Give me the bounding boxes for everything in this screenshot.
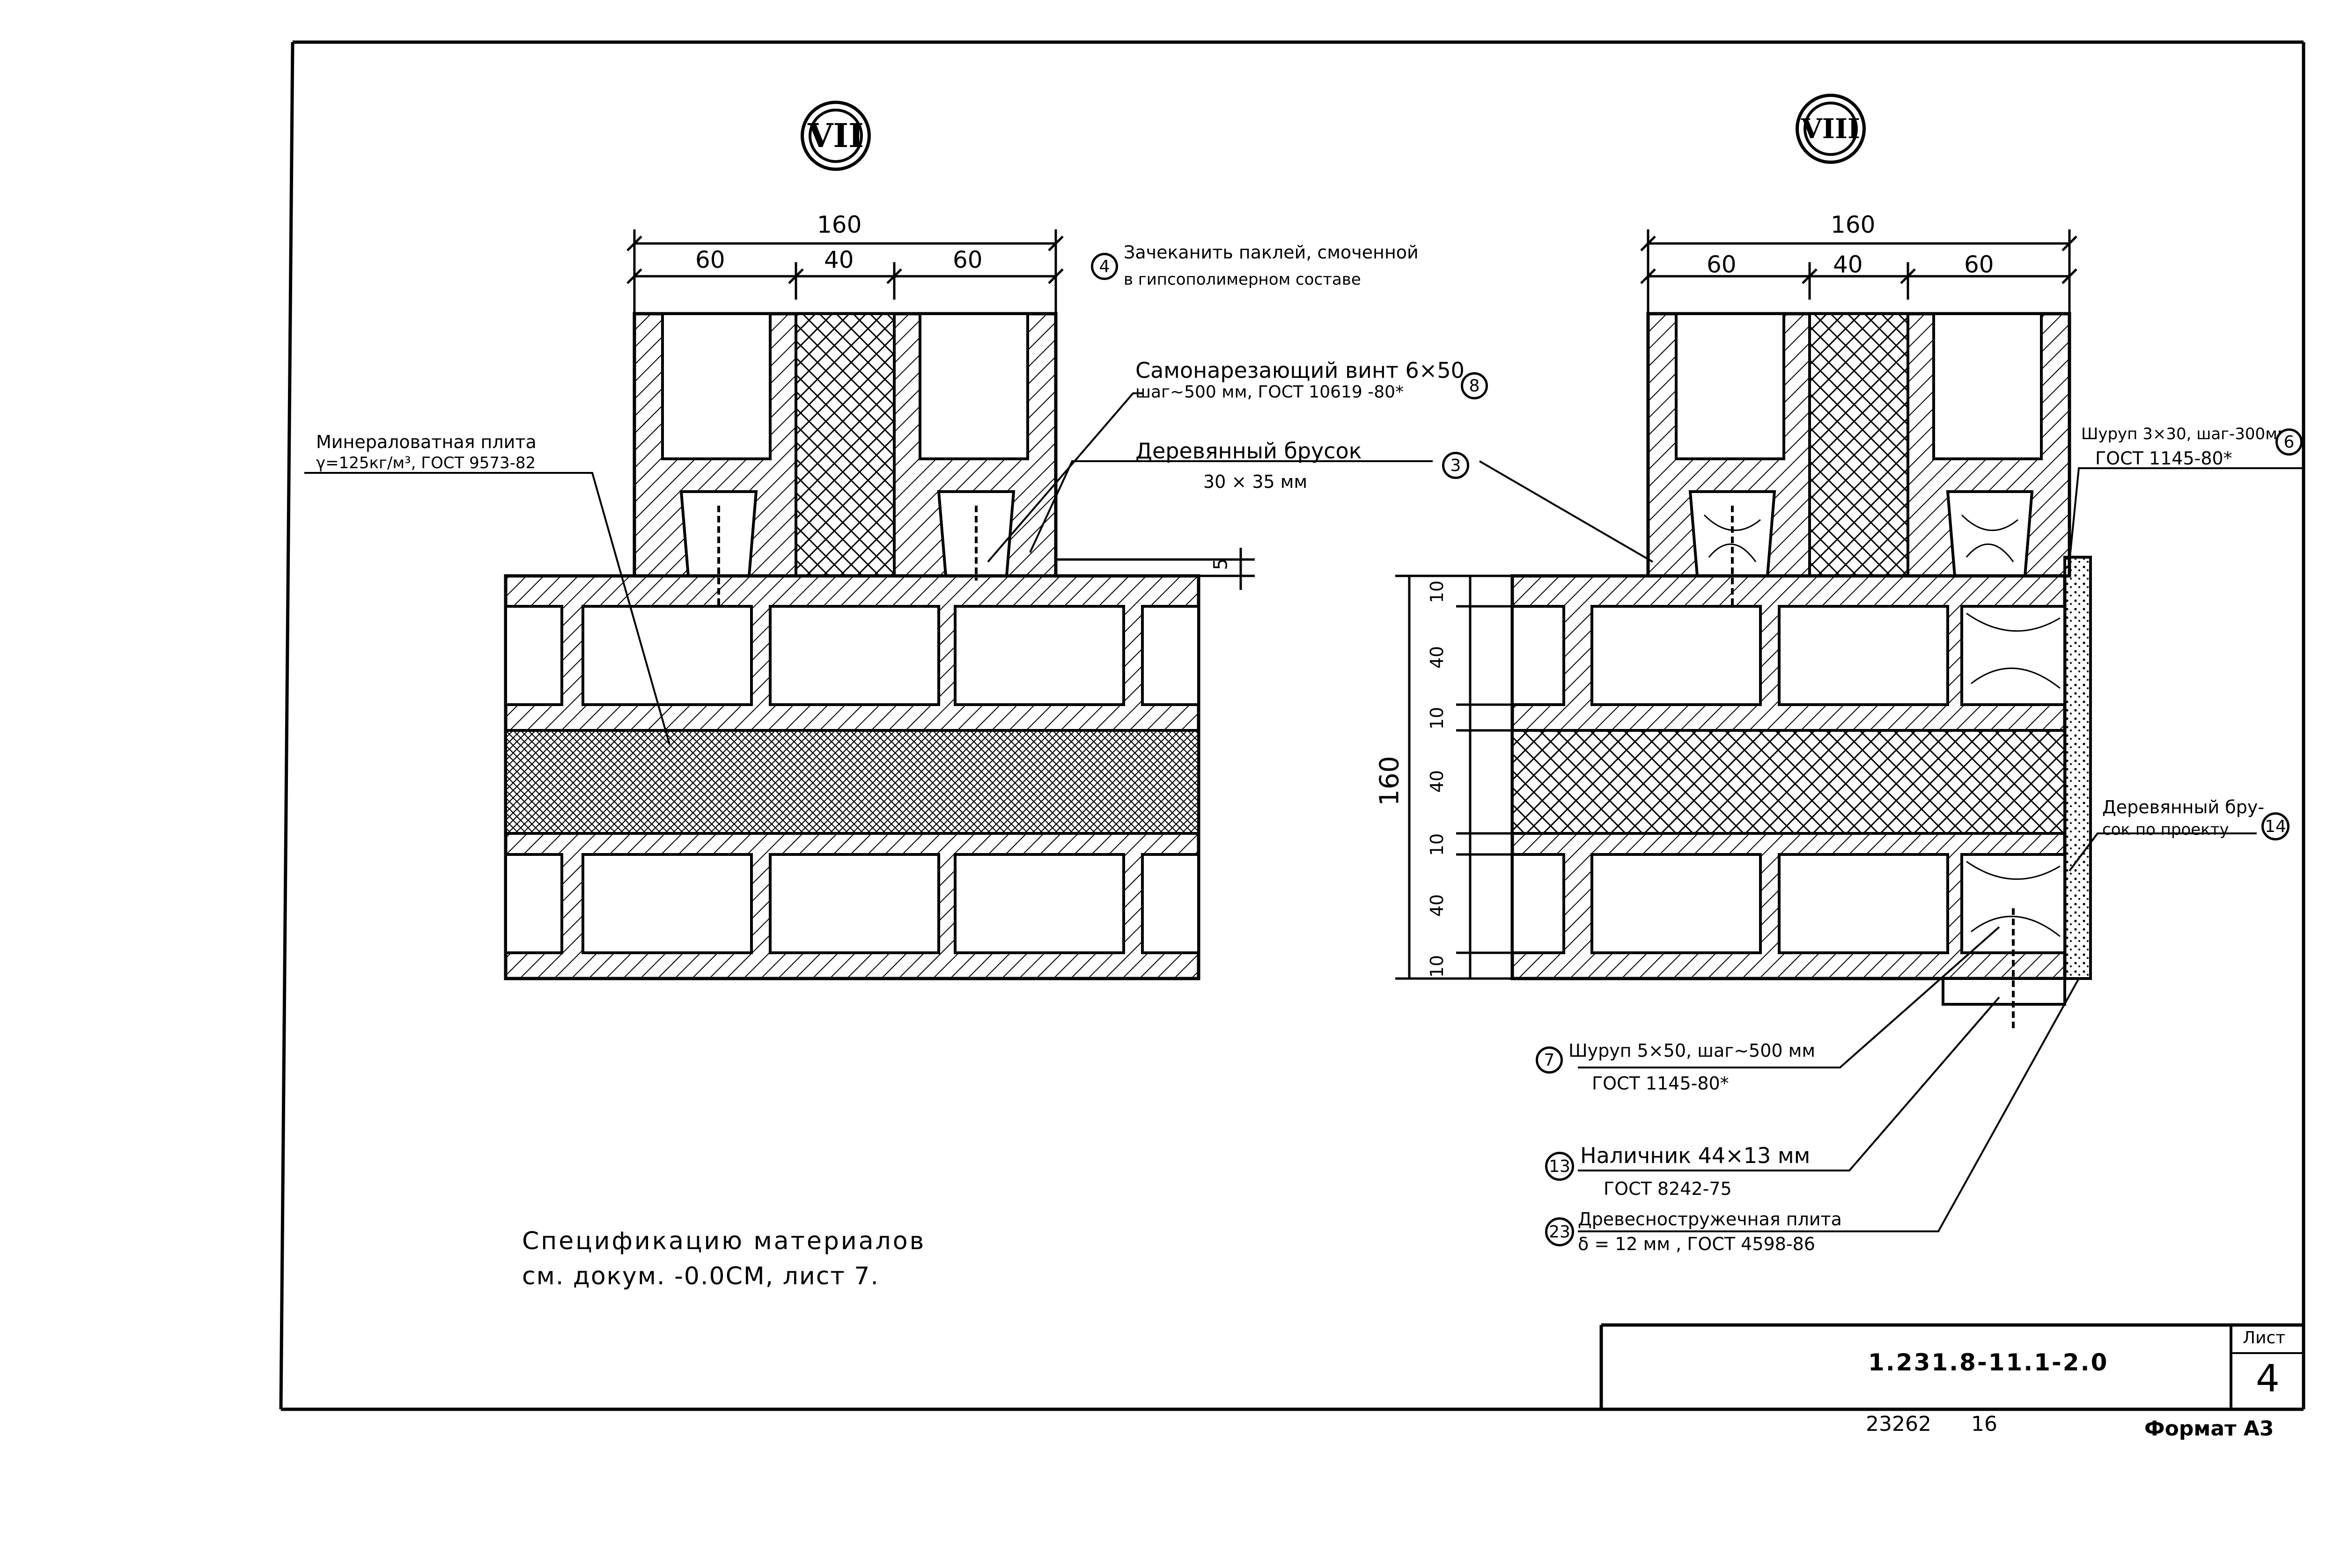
spec-note-line2: см. докум. -0.0СМ, лист 7.: [522, 1262, 879, 1290]
dim-right-total: 160: [1831, 211, 1876, 238]
mineral-wool-label: Минераловатная плита: [316, 432, 537, 452]
callout-6-subtext: ГОСТ 1145-80*: [2095, 448, 2232, 469]
dim-left-c: 60: [953, 246, 983, 273]
callout-3-subtext: 30 × 35 мм: [1203, 471, 1308, 492]
copy-number: 16: [1971, 1412, 1997, 1436]
detail-viii: [1395, 229, 2304, 1232]
dim-right-a: 60: [1707, 251, 1737, 278]
callout-6-text: Шуруп 3×30, шаг-300мм: [2081, 425, 2289, 443]
callout-7-text: Шуруп 5×50, шаг~500 мм: [1568, 1040, 1815, 1061]
section-marker-viii: VIII: [1796, 94, 1866, 164]
dim-v7: 10: [1427, 955, 1448, 978]
callout-4-text: Зачеканить паклей, смоченной: [1124, 242, 1419, 263]
callout-14-marker: 14: [2261, 812, 2289, 840]
document-code: 1.231.8-11.1-2.0: [1868, 1349, 2109, 1376]
dim-left-total: 160: [817, 211, 862, 238]
callout-13-marker: 13: [1545, 1152, 1574, 1181]
dim-right-c: 60: [1964, 251, 1994, 278]
section-number-viii: VIII: [1801, 101, 1860, 156]
inventory-number: 23262: [1866, 1412, 1931, 1436]
dim-right-b: 40: [1833, 251, 1863, 278]
mineral-wool-spec: γ=125кг/м³, ГОСТ 9573-82: [316, 454, 536, 472]
detail-vii: [304, 229, 1433, 980]
dim-v3: 10: [1427, 707, 1448, 730]
section-marker-vii: VII: [801, 101, 871, 171]
sheet-number: 4: [2256, 1357, 2280, 1400]
callout-8-marker: 8: [1461, 372, 1488, 399]
title-block: [1599, 1323, 2304, 1409]
callout-23-marker: 23: [1545, 1217, 1574, 1246]
callout-23-subtext: δ = 12 мм , ГОСТ 4598-86: [1578, 1234, 1815, 1254]
dim-left-a: 60: [695, 246, 725, 273]
callout-3-marker: 3: [1442, 452, 1469, 479]
callout-7-marker: 7: [1536, 1046, 1563, 1074]
callout-14-text: Деревянный бру-: [2102, 797, 2265, 817]
dim-v4: 40: [1427, 770, 1448, 793]
callout-8-subtext: шаг~500 мм, ГОСТ 10619 -80*: [1135, 383, 1404, 402]
callout-14-subtext: сок по проекту: [2102, 820, 2229, 839]
sheet-label: Лист: [2243, 1328, 2286, 1347]
callout-4-marker: 4: [1091, 253, 1118, 280]
callout-13-subtext: ГОСТ 8242-75: [1604, 1178, 1732, 1199]
dim-v1: 10: [1427, 580, 1448, 604]
dim-v2: 40: [1427, 646, 1448, 669]
dim-left-b: 40: [824, 246, 854, 273]
callout-23-text: Древесностружечная плита: [1578, 1209, 1842, 1229]
dim-vertical-total: 160: [1374, 756, 1405, 806]
dim-gap: 5: [1210, 558, 1232, 570]
dim-v6: 40: [1427, 894, 1448, 917]
spec-note-line1: Спецификацию материалов: [522, 1227, 926, 1255]
paper-format: Формат А3: [2144, 1417, 2274, 1441]
callout-8-text: Самонарезающий винт 6×50: [1135, 358, 1465, 383]
section-number-vii: VII: [808, 108, 864, 163]
callout-6-marker: 6: [2275, 428, 2303, 456]
dim-v5: 10: [1427, 833, 1448, 856]
callout-4-subtext: в гипсополимерном составе: [1124, 270, 1361, 289]
callout-13-text: Наличник 44×13 мм: [1580, 1143, 1811, 1168]
callout-7-subtext: ГОСТ 1145-80*: [1592, 1073, 1729, 1094]
callout-3-text: Деревянный брусок: [1135, 438, 1362, 464]
sheet-frame: [279, 40, 2305, 1411]
